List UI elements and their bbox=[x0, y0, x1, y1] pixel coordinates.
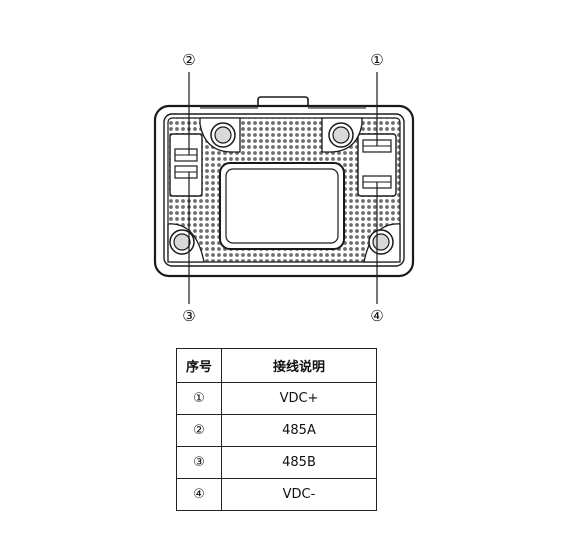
center-window bbox=[219, 162, 345, 250]
table-row: ③ 485B bbox=[176, 446, 377, 479]
screw-top-right bbox=[321, 117, 363, 153]
header-index: 序号 bbox=[176, 348, 222, 383]
header-description: 接线说明 bbox=[221, 348, 377, 383]
table-row: ② 485A bbox=[176, 414, 377, 447]
callout-2: ② bbox=[182, 51, 196, 69]
callout-4: ④ bbox=[370, 307, 384, 325]
wiring-table: 序号 接线说明 ① VDC+ ② 485A ③ 485B ④ VDC- bbox=[176, 348, 377, 511]
row-index: ① bbox=[176, 382, 222, 415]
row-index: ② bbox=[176, 414, 222, 447]
table-header-row: 序号 接线说明 bbox=[176, 348, 377, 383]
row-index: ③ bbox=[176, 446, 222, 479]
screw-bottom-right bbox=[363, 223, 401, 263]
screw-top-left bbox=[199, 117, 241, 153]
callout-1: ① bbox=[370, 51, 384, 69]
row-description: 485A bbox=[221, 414, 377, 447]
table-row: ① VDC+ bbox=[176, 382, 377, 415]
row-index: ④ bbox=[176, 478, 222, 511]
device-housing-inner bbox=[163, 113, 405, 267]
row-description: VDC+ bbox=[221, 382, 377, 415]
row-description: VDC- bbox=[221, 478, 377, 511]
row-description: 485B bbox=[221, 446, 377, 479]
table-row: ④ VDC- bbox=[176, 478, 377, 511]
terminal-block-left bbox=[169, 133, 203, 197]
screw-bottom-left bbox=[167, 223, 205, 263]
callout-3: ③ bbox=[182, 307, 196, 325]
